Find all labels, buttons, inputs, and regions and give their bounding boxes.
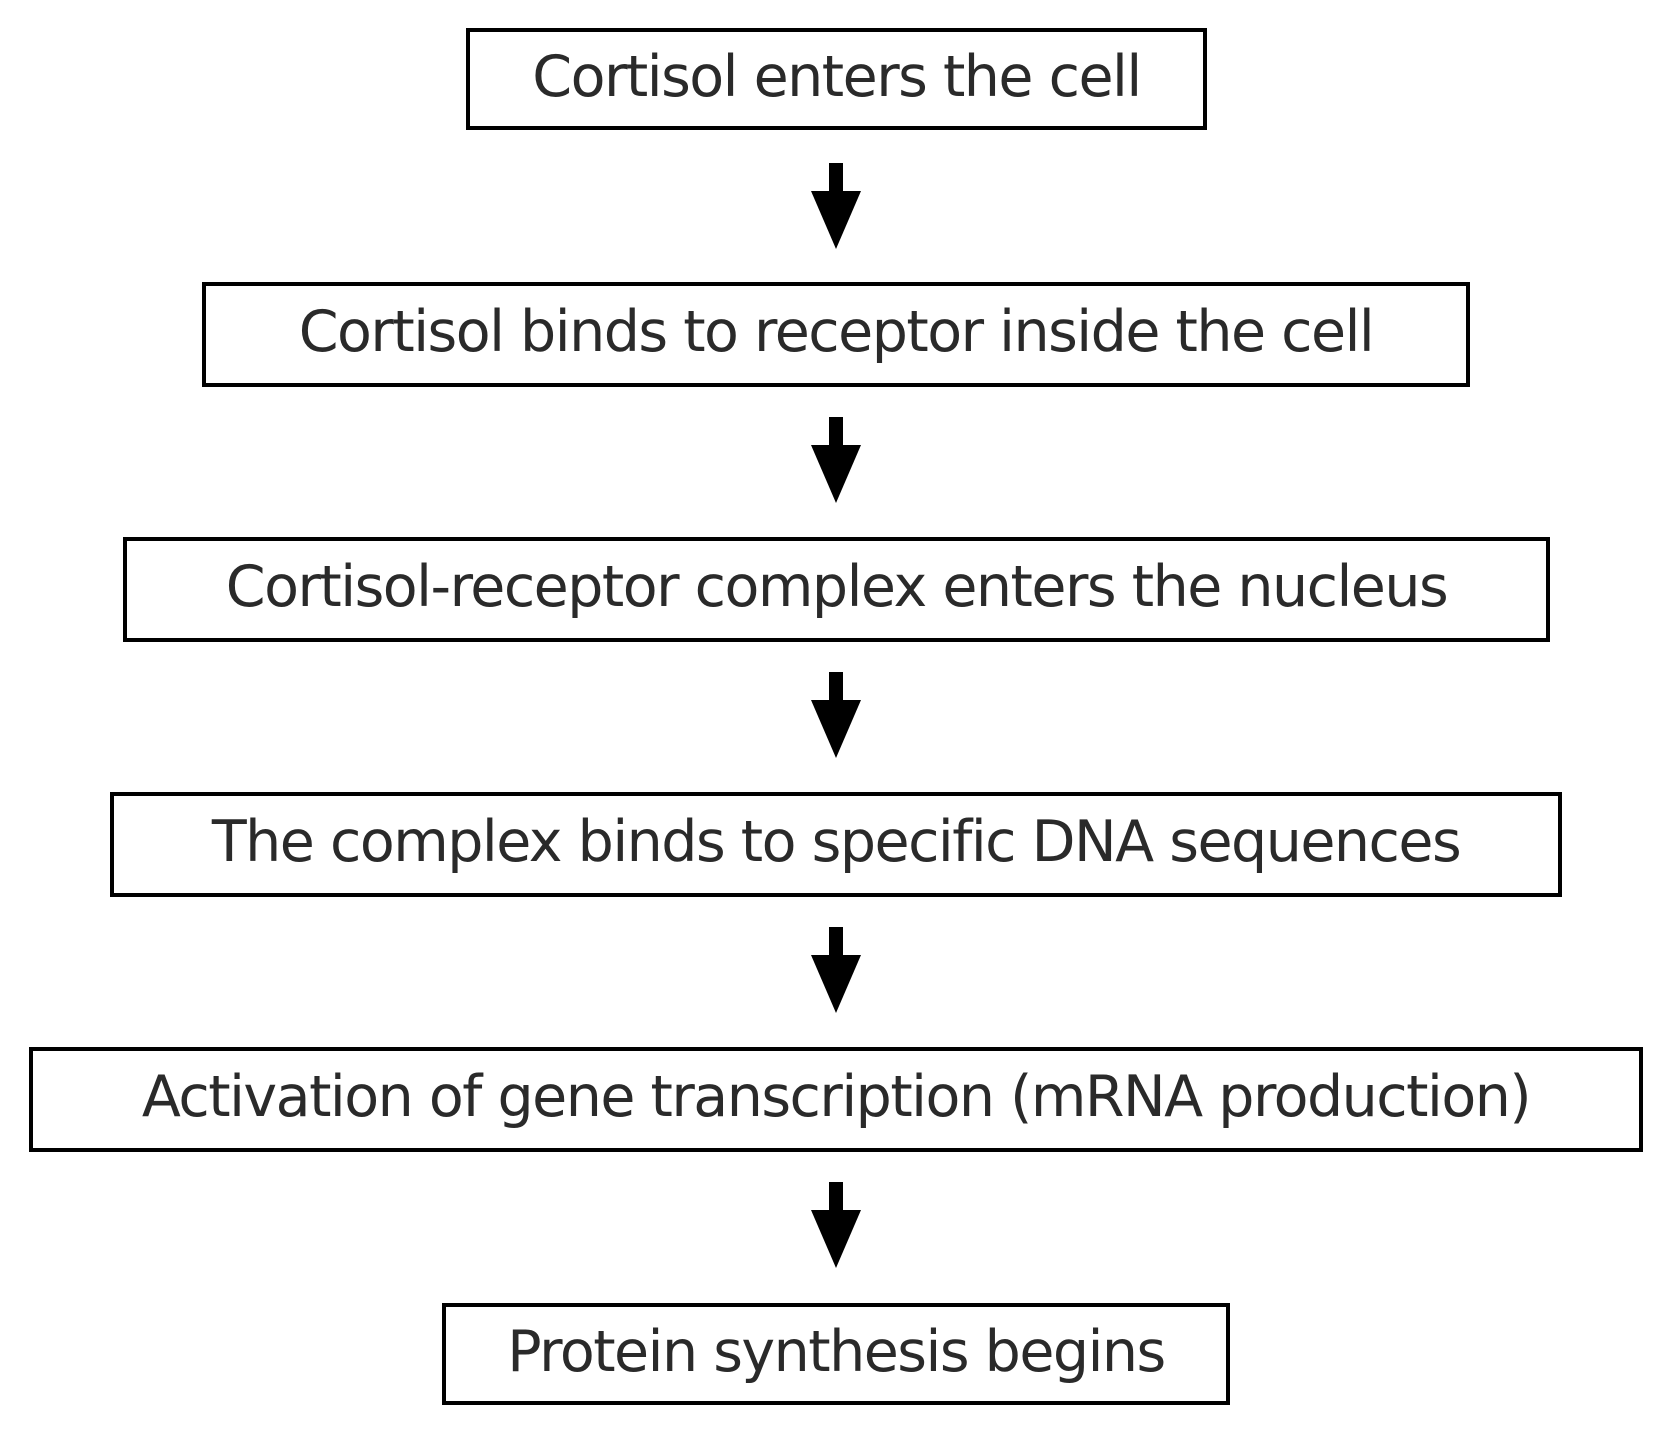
flow-step-label-3: Cortisol-receptor complex enters the nuc… <box>225 554 1449 620</box>
flow-step-box-1: Cortisol enters the cell <box>466 28 1207 130</box>
down-arrow-icon <box>810 1182 862 1268</box>
flow-step-label-4: The complex binds to specific DNA sequen… <box>211 809 1462 875</box>
flow-step-label-2: Cortisol binds to receptor inside the ce… <box>298 299 1375 365</box>
flow-step-label-6: Protein synthesis begins <box>507 1318 1166 1385</box>
flow-step-box-4: The complex binds to specific DNA sequen… <box>110 792 1562 897</box>
down-arrow-icon <box>810 672 862 758</box>
flow-step-box-6: Protein synthesis begins <box>442 1303 1230 1405</box>
flow-step-box-2: Cortisol binds to receptor inside the ce… <box>202 282 1470 387</box>
flow-step-label-5: Activation of gene transcription (mRNA p… <box>141 1064 1532 1130</box>
down-arrow-icon <box>810 927 862 1013</box>
flow-step-label-1: Cortisol enters the cell <box>532 43 1142 110</box>
down-arrow-icon <box>810 163 862 249</box>
down-arrow-icon <box>810 417 862 503</box>
flow-step-box-5: Activation of gene transcription (mRNA p… <box>29 1047 1643 1152</box>
flow-step-box-3: Cortisol-receptor complex enters the nuc… <box>123 537 1550 642</box>
